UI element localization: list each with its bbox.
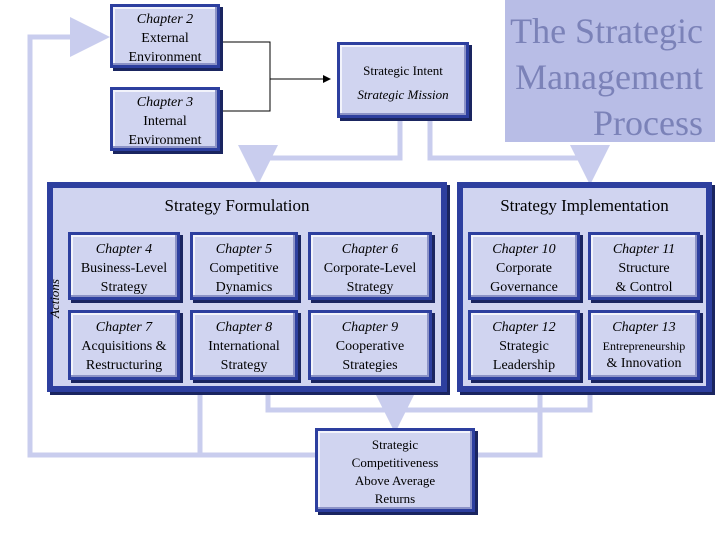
chapter-2-line1: External bbox=[141, 31, 189, 46]
title-panel: The Strategic Management Process bbox=[505, 0, 715, 143]
chapter-4-box: Chapter 4 Business-Level Strategy bbox=[68, 232, 180, 300]
to-implementation-arrow bbox=[427, 118, 610, 185]
cell-line1: Business-Level bbox=[80, 261, 168, 276]
cell-line2: Governance bbox=[490, 280, 558, 295]
outcome-right-arrow bbox=[478, 392, 543, 458]
strategy-formulation-heading: Strategy Formulation bbox=[164, 196, 310, 215]
chapter-13-box: Chapter 13 Entrepreneurship & Innovation bbox=[588, 310, 700, 380]
cell-chapter: Chapter 8 bbox=[215, 320, 273, 335]
chapter-3-line2: Environment bbox=[128, 133, 202, 148]
cell-line1: Structure bbox=[618, 261, 670, 276]
cell-chapter: Chapter 12 bbox=[492, 320, 556, 335]
strategy-implementation-heading: Strategy Implementation bbox=[500, 196, 669, 215]
cell-line2: Strategy bbox=[346, 280, 394, 295]
cell-line1: Entrepreneurship bbox=[602, 339, 686, 353]
cell-line2: Dynamics bbox=[215, 280, 273, 295]
chapter-2-box: Chapter 2 External Environment bbox=[110, 4, 220, 68]
ch2-to-intent-arrow bbox=[222, 41, 331, 83]
strategic-intent-label: Strategic Intent bbox=[363, 63, 443, 78]
chapter-3-label: Chapter 3 bbox=[136, 95, 194, 110]
cell-line1: Cooperative bbox=[335, 339, 405, 354]
chapter-5-box: Chapter 5 Competitive Dynamics bbox=[190, 232, 298, 300]
cell-chapter: Chapter 9 bbox=[341, 320, 399, 335]
to-formulation-arrow bbox=[238, 118, 403, 185]
outcome-box: Strategic Competitiveness Above Average … bbox=[315, 428, 475, 512]
cell-line2: Strategy bbox=[220, 358, 268, 373]
cell-line2: & Innovation bbox=[606, 356, 682, 371]
chapter-2-line2: Environment bbox=[128, 50, 202, 65]
actions-side-label: Actions bbox=[47, 279, 62, 318]
page-title: The Strategic Management Process bbox=[510, 11, 703, 143]
from-formulation-arrow bbox=[265, 392, 415, 433]
cell-chapter: Chapter 10 bbox=[492, 242, 556, 257]
cell-chapter: Chapter 5 bbox=[215, 242, 273, 257]
cell-line2: & Control bbox=[615, 280, 673, 295]
outcome-line3: Above Average bbox=[354, 473, 436, 488]
from-implementation-arrow bbox=[395, 392, 593, 413]
outcome-line4: Returns bbox=[374, 491, 416, 506]
ch3-to-intent-arrow bbox=[222, 79, 271, 112]
cell-line1: Acquisitions & bbox=[81, 339, 167, 354]
cell-line2: Restructuring bbox=[85, 358, 163, 373]
cell-line1: Corporate bbox=[496, 261, 552, 276]
chapter-3-line1: Internal bbox=[143, 114, 187, 129]
cell-chapter: Chapter 11 bbox=[612, 242, 676, 257]
chapter-9-box: Chapter 9 Cooperative Strategies bbox=[308, 310, 432, 380]
cell-line1: Competitive bbox=[209, 261, 279, 276]
chapter-11-box: Chapter 11 Structure & Control bbox=[588, 232, 700, 300]
cell-line2: Leadership bbox=[492, 358, 556, 373]
cell-chapter: Chapter 7 bbox=[95, 320, 153, 335]
chapter-10-box: Chapter 10 Corporate Governance bbox=[468, 232, 580, 300]
cell-chapter: Chapter 4 bbox=[95, 242, 153, 257]
cell-chapter: Chapter 13 bbox=[612, 320, 676, 335]
outcome-line1: Strategic bbox=[371, 437, 419, 452]
outcome-line2: Competitiveness bbox=[351, 455, 439, 470]
chapter-8-box: Chapter 8 International Strategy bbox=[190, 310, 298, 380]
chapter-3-box: Chapter 3 Internal Environment bbox=[110, 87, 220, 151]
cell-line2: Strategy bbox=[100, 280, 148, 295]
feedback-arrow bbox=[27, 17, 315, 458]
strategic-intent-box: Strategic Intent Strategic Mission bbox=[337, 42, 469, 118]
cell-line1: Corporate-Level bbox=[323, 261, 417, 276]
strategic-mission-label: Strategic Mission bbox=[357, 87, 449, 102]
chapter-12-box: Chapter 12 Strategic Leadership bbox=[468, 310, 580, 380]
chapter-2-label: Chapter 2 bbox=[136, 12, 194, 27]
chapter-7-box: Chapter 7 Acquisitions & Restructuring bbox=[68, 310, 180, 380]
cell-line1: International bbox=[208, 339, 280, 354]
cell-chapter: Chapter 6 bbox=[341, 242, 399, 257]
chapter-6-box: Chapter 6 Corporate-Level Strategy bbox=[308, 232, 432, 300]
cell-line1: Strategic bbox=[499, 339, 549, 354]
cell-line2: Strategies bbox=[342, 358, 398, 373]
